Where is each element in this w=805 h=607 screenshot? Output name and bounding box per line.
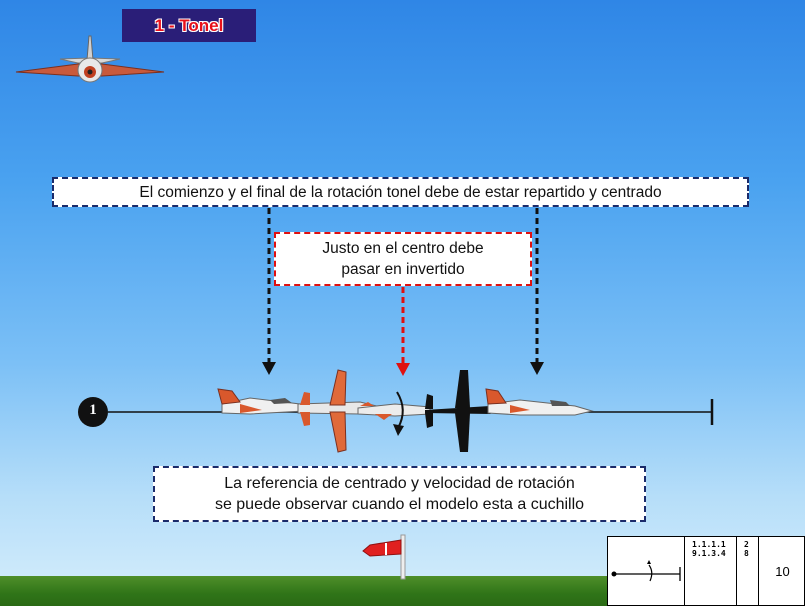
note-start-end: El comienzo y el final de la rotación to… <box>52 177 749 207</box>
note-center-line2: pasar en invertido <box>341 261 465 278</box>
note-reference-line2: se puede observar cuando el modelo esta … <box>214 496 585 513</box>
note-start-end-text: El comienzo y el final de la rotación to… <box>139 184 662 201</box>
roll-arrow-head <box>393 424 404 436</box>
airplane-icon <box>15 35 165 83</box>
figure-coefficient-cell: 10 <box>758 537 805 605</box>
windsock-icon <box>362 534 406 580</box>
airplane-icon <box>485 388 594 416</box>
figure-code: 9.1.3.4 <box>692 549 726 558</box>
figure-k: 2 <box>744 540 749 549</box>
airplane-icon <box>357 402 431 420</box>
roll-arrow-icon <box>396 391 404 429</box>
center-arrow <box>396 287 410 376</box>
figure-table: 1.1.1.1 9.1.3.4 2 8 10 <box>607 536 805 606</box>
maneuver-number-badge <box>78 397 108 427</box>
note-center: Justo en el centro debe pasar en inverti… <box>274 232 532 286</box>
maneuver-number: 1 <box>89 402 97 418</box>
airplane-icon <box>425 370 500 452</box>
title-banner: 1 - Tonel <box>122 9 256 42</box>
page-title: 1 - Tonel <box>154 15 224 35</box>
figure-k-values: 2 8 <box>736 537 758 605</box>
figure-symbol <box>611 560 681 582</box>
start-arrow <box>262 208 276 375</box>
note-reference: La referencia de centrado y velocidad de… <box>153 466 646 522</box>
figure-code: 1.1.1.1 <box>692 540 726 549</box>
airplane-icon <box>217 388 305 415</box>
figure-coefficient: 10 <box>775 563 790 579</box>
end-arrow <box>530 208 544 375</box>
figure-k: 8 <box>744 549 749 558</box>
figure-codes: 1.1.1.1 9.1.3.4 <box>684 537 736 605</box>
note-center-line1: Justo en el centro debe <box>322 240 484 257</box>
note-reference-line1: La referencia de centrado y velocidad de… <box>224 475 575 492</box>
